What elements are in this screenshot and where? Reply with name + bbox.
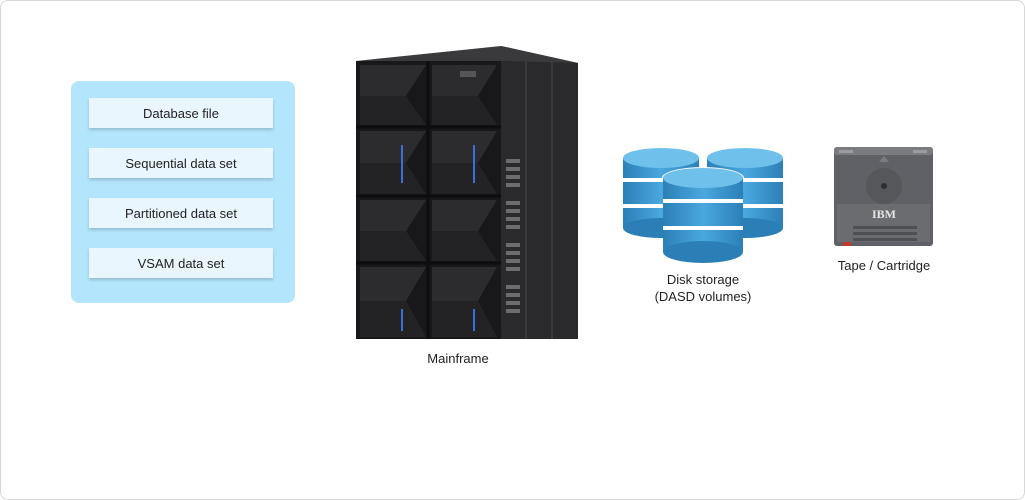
disk-storage-label: Disk storage (DASD volumes) [633, 271, 773, 305]
mainframe-icon [356, 46, 578, 339]
tape-label: Tape / Cartridge [837, 258, 931, 273]
disk-storage-label-line2: (DASD volumes) [654, 289, 752, 304]
tape-cartridge-icon: IBM [834, 147, 933, 246]
disk-storage-label-line1: Disk storage [666, 272, 740, 287]
tape-brand: IBM [872, 207, 896, 221]
mainframe-label: Mainframe [427, 351, 489, 366]
dataset-vsam: VSAM data set [89, 248, 273, 278]
dataset-sequential: Sequential data set [89, 148, 273, 178]
dataset-partitioned: Partitioned data set [89, 198, 273, 228]
disk-storage-icon [623, 148, 783, 263]
dataset-database-file: Database file [89, 98, 273, 128]
dataset-panel: Database file Sequential data set Partit… [71, 81, 295, 303]
